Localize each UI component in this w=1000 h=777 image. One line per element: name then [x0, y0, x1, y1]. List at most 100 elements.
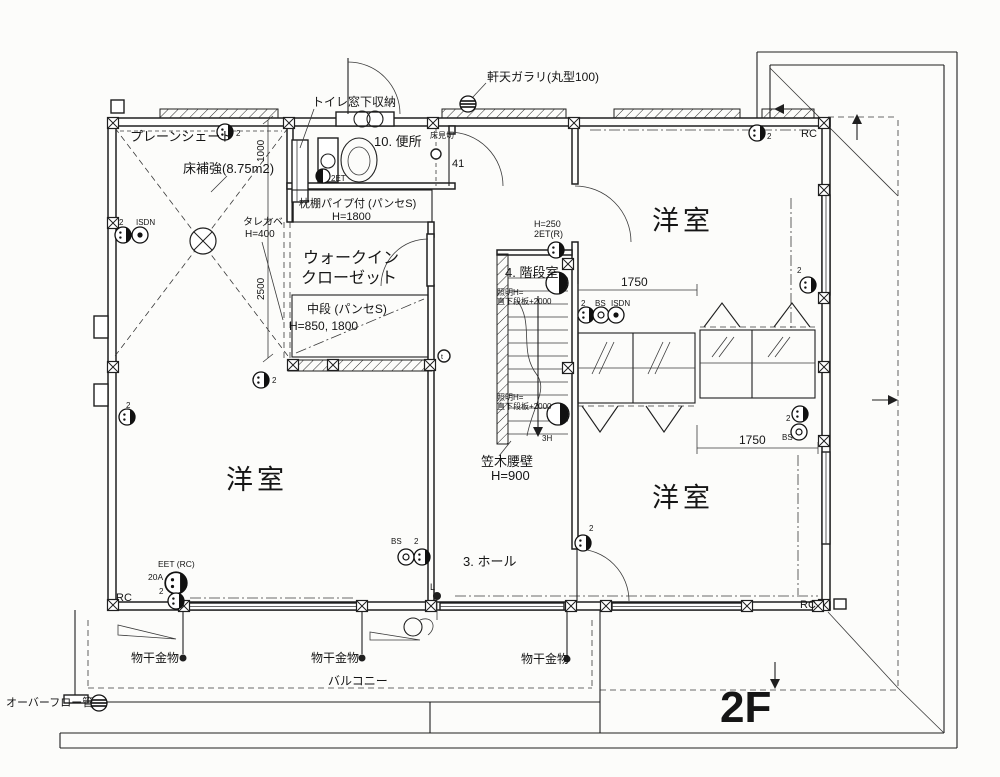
toilet-bowl — [340, 137, 378, 183]
label-laundry-hw: 物干金物 — [311, 650, 359, 665]
label-overflow: オーバーフロー管 — [6, 695, 93, 709]
overflow-pipe-symbol — [63, 694, 89, 704]
ne-room-door-arc — [574, 185, 632, 243]
window-top-right — [613, 108, 741, 119]
hip-line — [897, 687, 945, 734]
dim-1000: 1000 — [256, 139, 267, 162]
room-hall: 3. ホール — [463, 554, 516, 569]
label-mid-shelf: 中段 (パンセS) — [307, 301, 387, 316]
labels: プレーンシェード 2 床補強(8.75m2) トイレ窓下収納 10. 便所 床見… — [6, 70, 817, 732]
label-rc: RC — [801, 128, 817, 140]
outlet-icon — [574, 534, 592, 552]
outlet-2et-icon — [315, 168, 331, 184]
closet-sliding-doors — [287, 359, 433, 372]
light-point — [433, 592, 441, 600]
dim-2500: 2500 — [256, 277, 267, 300]
se-room-door-arc — [576, 548, 630, 602]
label-bs: BS — [595, 299, 606, 308]
label-door-width: 41 — [452, 158, 464, 170]
label-rc: RC — [116, 592, 132, 604]
toilet-room — [291, 108, 442, 203]
label-wic-1: ウォークイン — [303, 249, 399, 267]
label-stair-light-1b: 直下段板+2000 — [497, 296, 552, 306]
label-count: 2 — [581, 299, 586, 308]
stair-side-wall — [496, 253, 509, 445]
doors — [347, 58, 632, 602]
label-2et: 2ET — [331, 174, 346, 183]
window-counter — [335, 111, 395, 127]
outlet-icon — [799, 276, 817, 294]
label-isdn: ISDN — [611, 299, 630, 308]
staircase — [496, 253, 570, 457]
label-toilet-room: 10. 便所 — [374, 134, 422, 149]
outlet-icon — [114, 226, 132, 244]
label-count: 2 — [236, 129, 241, 138]
dim-1750-bottom: 1750 — [739, 433, 766, 447]
room-bedroom-se: 洋室 — [652, 483, 714, 513]
label-hanging-wall: タレカベ — [243, 216, 283, 228]
label-3h: 3H — [542, 434, 552, 443]
slope-arrow-up — [852, 114, 862, 140]
label-count: 2 — [414, 537, 419, 546]
slope-triangle — [369, 631, 421, 641]
windows — [120, 108, 831, 611]
label-coping-wall-h: H=900 — [491, 468, 530, 483]
label-count: 2 — [589, 524, 594, 533]
room-bedroom-ne: 洋室 — [652, 206, 714, 236]
balcony-structure — [63, 610, 601, 733]
hip-line — [769, 67, 899, 197]
outlet-icon — [547, 241, 565, 259]
bs-jack-icon — [592, 306, 610, 324]
isdn-jack-icon — [607, 306, 625, 324]
label-2etr: 2ET(R) — [534, 229, 563, 239]
room-stairs: 4. 階段室 — [505, 265, 558, 280]
hanger-pipe-symbol — [645, 405, 683, 433]
wall-vent-box — [93, 383, 109, 407]
label-count: 2 — [159, 587, 164, 596]
closet-units — [577, 302, 816, 433]
window-top-corner — [761, 108, 815, 119]
pillow-shelf-box — [291, 189, 433, 223]
label-wic-2: クローゼット — [301, 269, 397, 287]
label-count: 2 — [126, 401, 131, 410]
outlet-icon — [791, 405, 809, 423]
label-count: 2 — [786, 414, 791, 423]
outlet-icon — [413, 548, 431, 566]
label-eet: EET (RC) — [158, 559, 195, 569]
wall-vent-box — [93, 315, 109, 339]
floor-reinforcement-area — [114, 127, 289, 357]
stair-break-line — [516, 299, 542, 437]
outlet-icon — [252, 371, 270, 389]
label-plain-shade: プレーンシェード — [130, 129, 233, 144]
bs-jack-icon — [790, 423, 808, 441]
slope-triangle — [117, 624, 177, 640]
exterior-walls — [93, 99, 847, 611]
label-count: 2 — [797, 266, 802, 275]
outlet-icon — [118, 408, 136, 426]
label-stair-light-2a: 照明H= — [497, 393, 524, 402]
label-switch: t — [441, 354, 443, 361]
label-laundry-hw: 物干金物 — [521, 651, 569, 666]
label-stair-light-2b: 直下段板+2000 — [497, 401, 552, 411]
label-count: 2 — [767, 132, 772, 141]
dimension-lines — [262, 115, 819, 454]
label-20a: 20A — [148, 572, 163, 582]
eaves-vent-icon — [459, 95, 477, 113]
mid-shelf-box — [291, 294, 429, 358]
label-eaves-vent: 軒天ガラリ(丸型100) — [487, 70, 599, 84]
walk-in-closet — [261, 189, 433, 372]
hanger-pipe-symbol — [581, 405, 619, 433]
window-top-mid — [441, 108, 567, 119]
switch-icon — [437, 349, 451, 363]
laundry-pole-hardware — [179, 610, 571, 663]
label-toilet-storage: トイレ窓下収納 — [312, 94, 396, 109]
wall-posts — [106, 116, 831, 613]
toilet-door-arc — [448, 131, 504, 187]
slope-arrow-down — [770, 662, 780, 689]
label-coping-wall: 笠木腰壁 — [481, 454, 533, 469]
isdn-jack-icon — [131, 226, 149, 244]
electrical-symbols — [114, 82, 817, 620]
label-floor-edge: 床見切 — [430, 130, 454, 140]
